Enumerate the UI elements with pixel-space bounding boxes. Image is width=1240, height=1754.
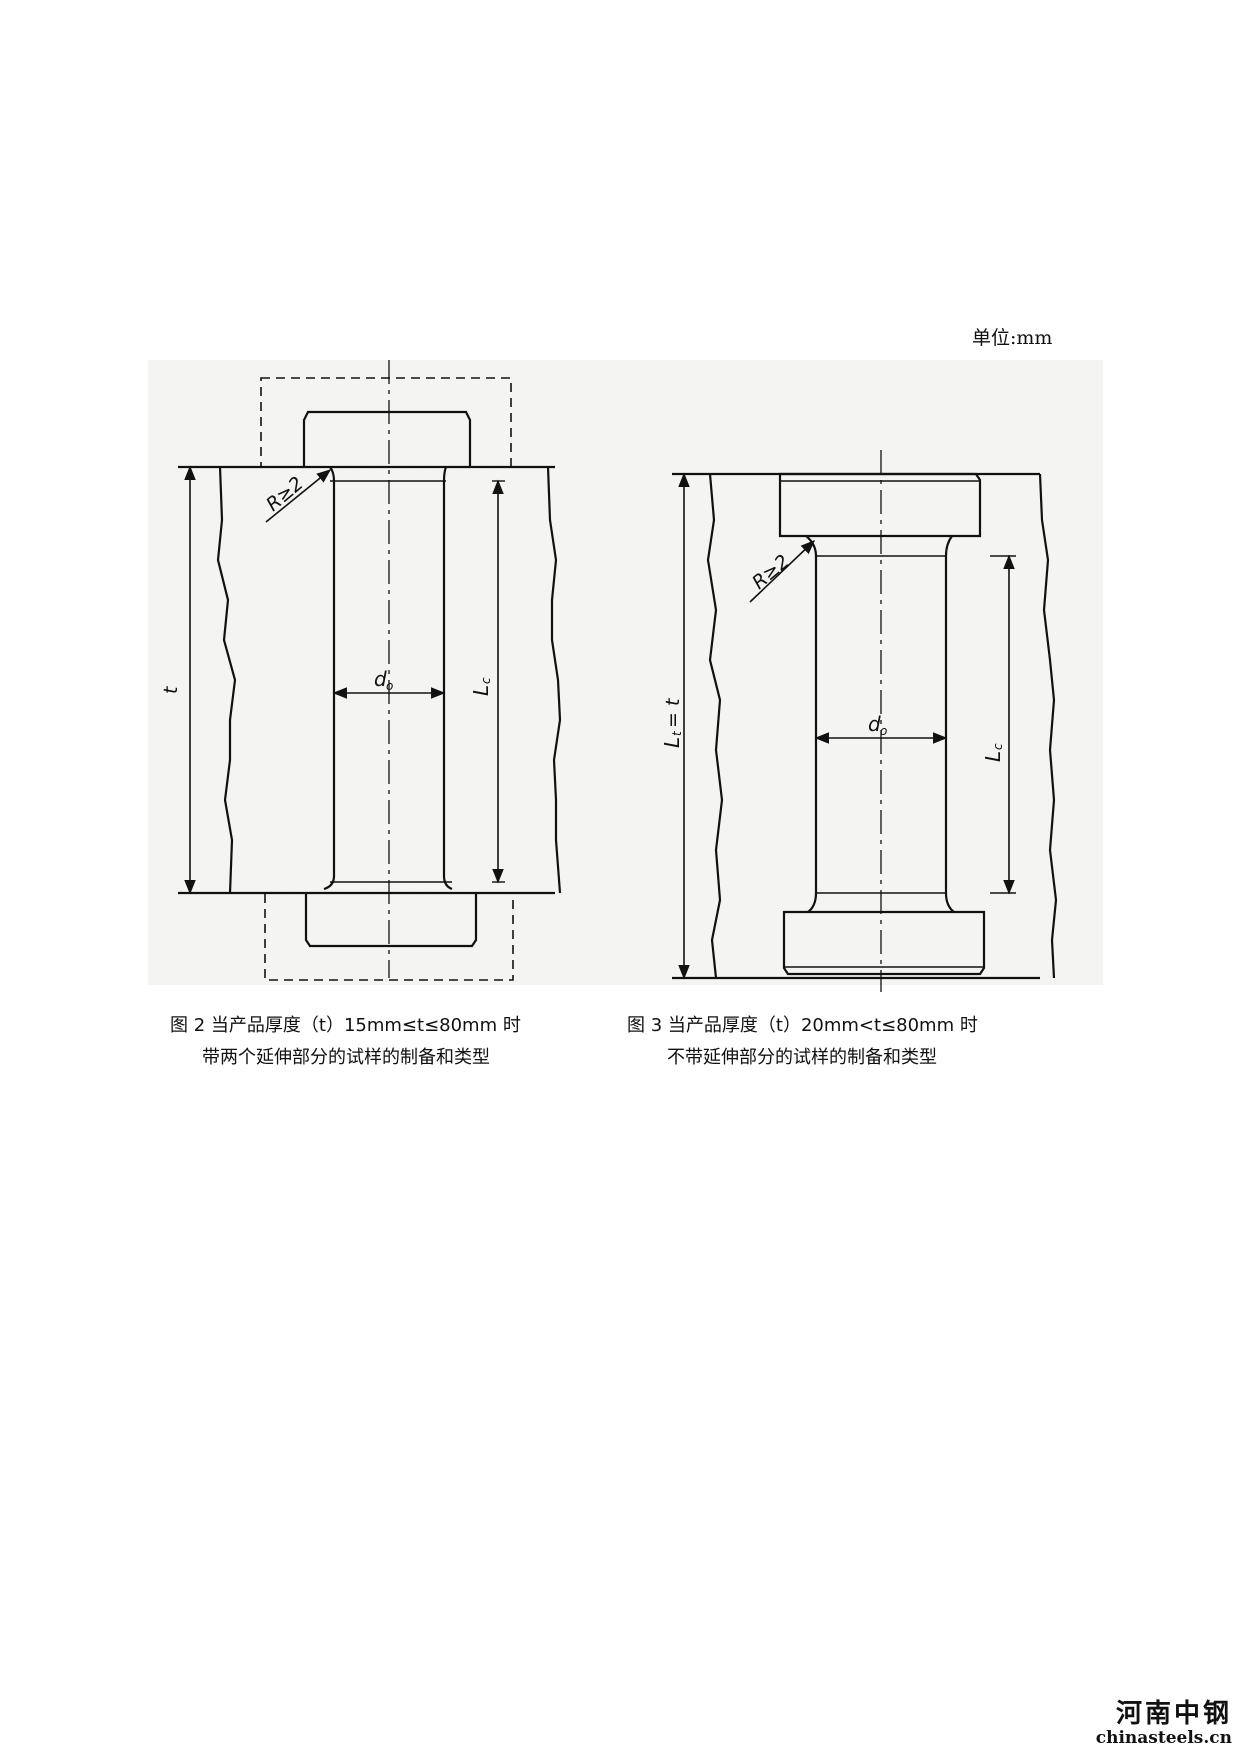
fig3-lt-label: L bbox=[660, 737, 684, 748]
fig3-plate-right-break bbox=[1038, 473, 1058, 979]
fig3-diameter-sub: o bbox=[880, 724, 887, 738]
watermark-cn: 河南中钢 bbox=[1115, 1699, 1232, 1729]
fig3-radius-label: R≥2 bbox=[748, 550, 794, 593]
watermark-en: chinasteels.cn bbox=[1095, 1728, 1232, 1748]
figure3-drawing bbox=[672, 450, 1058, 992]
fig3-lt-eq: = t bbox=[662, 697, 684, 728]
fig2-specimen-right-side bbox=[442, 466, 453, 891]
fig2-plate-left-break bbox=[216, 466, 237, 894]
fig2-plate-right-break bbox=[546, 466, 562, 894]
figure2-caption-line2: 带两个延伸部分的试样的制备和类型 bbox=[202, 1047, 490, 1068]
fig2-diameter-label: d bbox=[374, 667, 387, 691]
unit-note: 单位:mm bbox=[972, 327, 1053, 349]
figure2-drawing bbox=[178, 360, 562, 981]
fig2-upper-extension-piece bbox=[302, 410, 472, 467]
fig2-radius-label: R≥2 bbox=[262, 472, 308, 515]
fig3-specimen-right-side bbox=[944, 535, 955, 913]
fig3-radius-leader bbox=[749, 540, 816, 603]
fig2-lc-label: L bbox=[469, 685, 493, 696]
figure3-caption-line1: 图 3 当产品厚度（t）20mm<t≤80mm 时 bbox=[627, 1015, 978, 1036]
fig2-specimen-left-side bbox=[323, 466, 336, 891]
fig3-top-head bbox=[778, 472, 982, 538]
watermark: 河南中钢 chinasteels.cn bbox=[1096, 1700, 1232, 1748]
fig2-lc-sub: c bbox=[479, 677, 493, 684]
fig2-thickness-label: t bbox=[160, 685, 182, 694]
fig2-radius-leader bbox=[265, 469, 332, 523]
fig3-plate-left-break bbox=[706, 473, 724, 979]
figure2-caption-line1: 图 2 当产品厚度（t）15mm≤t≤80mm 时 bbox=[170, 1015, 521, 1036]
fig2-diameter-sub: o bbox=[386, 679, 393, 693]
figure2-caption: 图 2 当产品厚度（t）15mm≤t≤80mm 时 带两个延伸部分的试样的制备和… bbox=[170, 1010, 521, 1074]
figure-background bbox=[148, 360, 1103, 985]
fig3-bottom-head bbox=[782, 910, 986, 976]
figure3-caption: 图 3 当产品厚度（t）20mm<t≤80mm 时 不带延伸部分的试样的制备和类… bbox=[627, 1010, 978, 1074]
fig3-specimen-left-side bbox=[805, 535, 818, 913]
fig2-upper-extension-outline bbox=[260, 377, 512, 468]
figure3-caption-line2: 不带延伸部分的试样的制备和类型 bbox=[667, 1047, 937, 1068]
fig3-lc-sub: c bbox=[991, 743, 1005, 750]
fig3-lc-label: L bbox=[981, 751, 1005, 762]
fig2-lower-extension-piece bbox=[304, 893, 478, 948]
fig3-lt-sub: t bbox=[670, 730, 684, 736]
fig3-diameter-label: d bbox=[868, 712, 881, 736]
